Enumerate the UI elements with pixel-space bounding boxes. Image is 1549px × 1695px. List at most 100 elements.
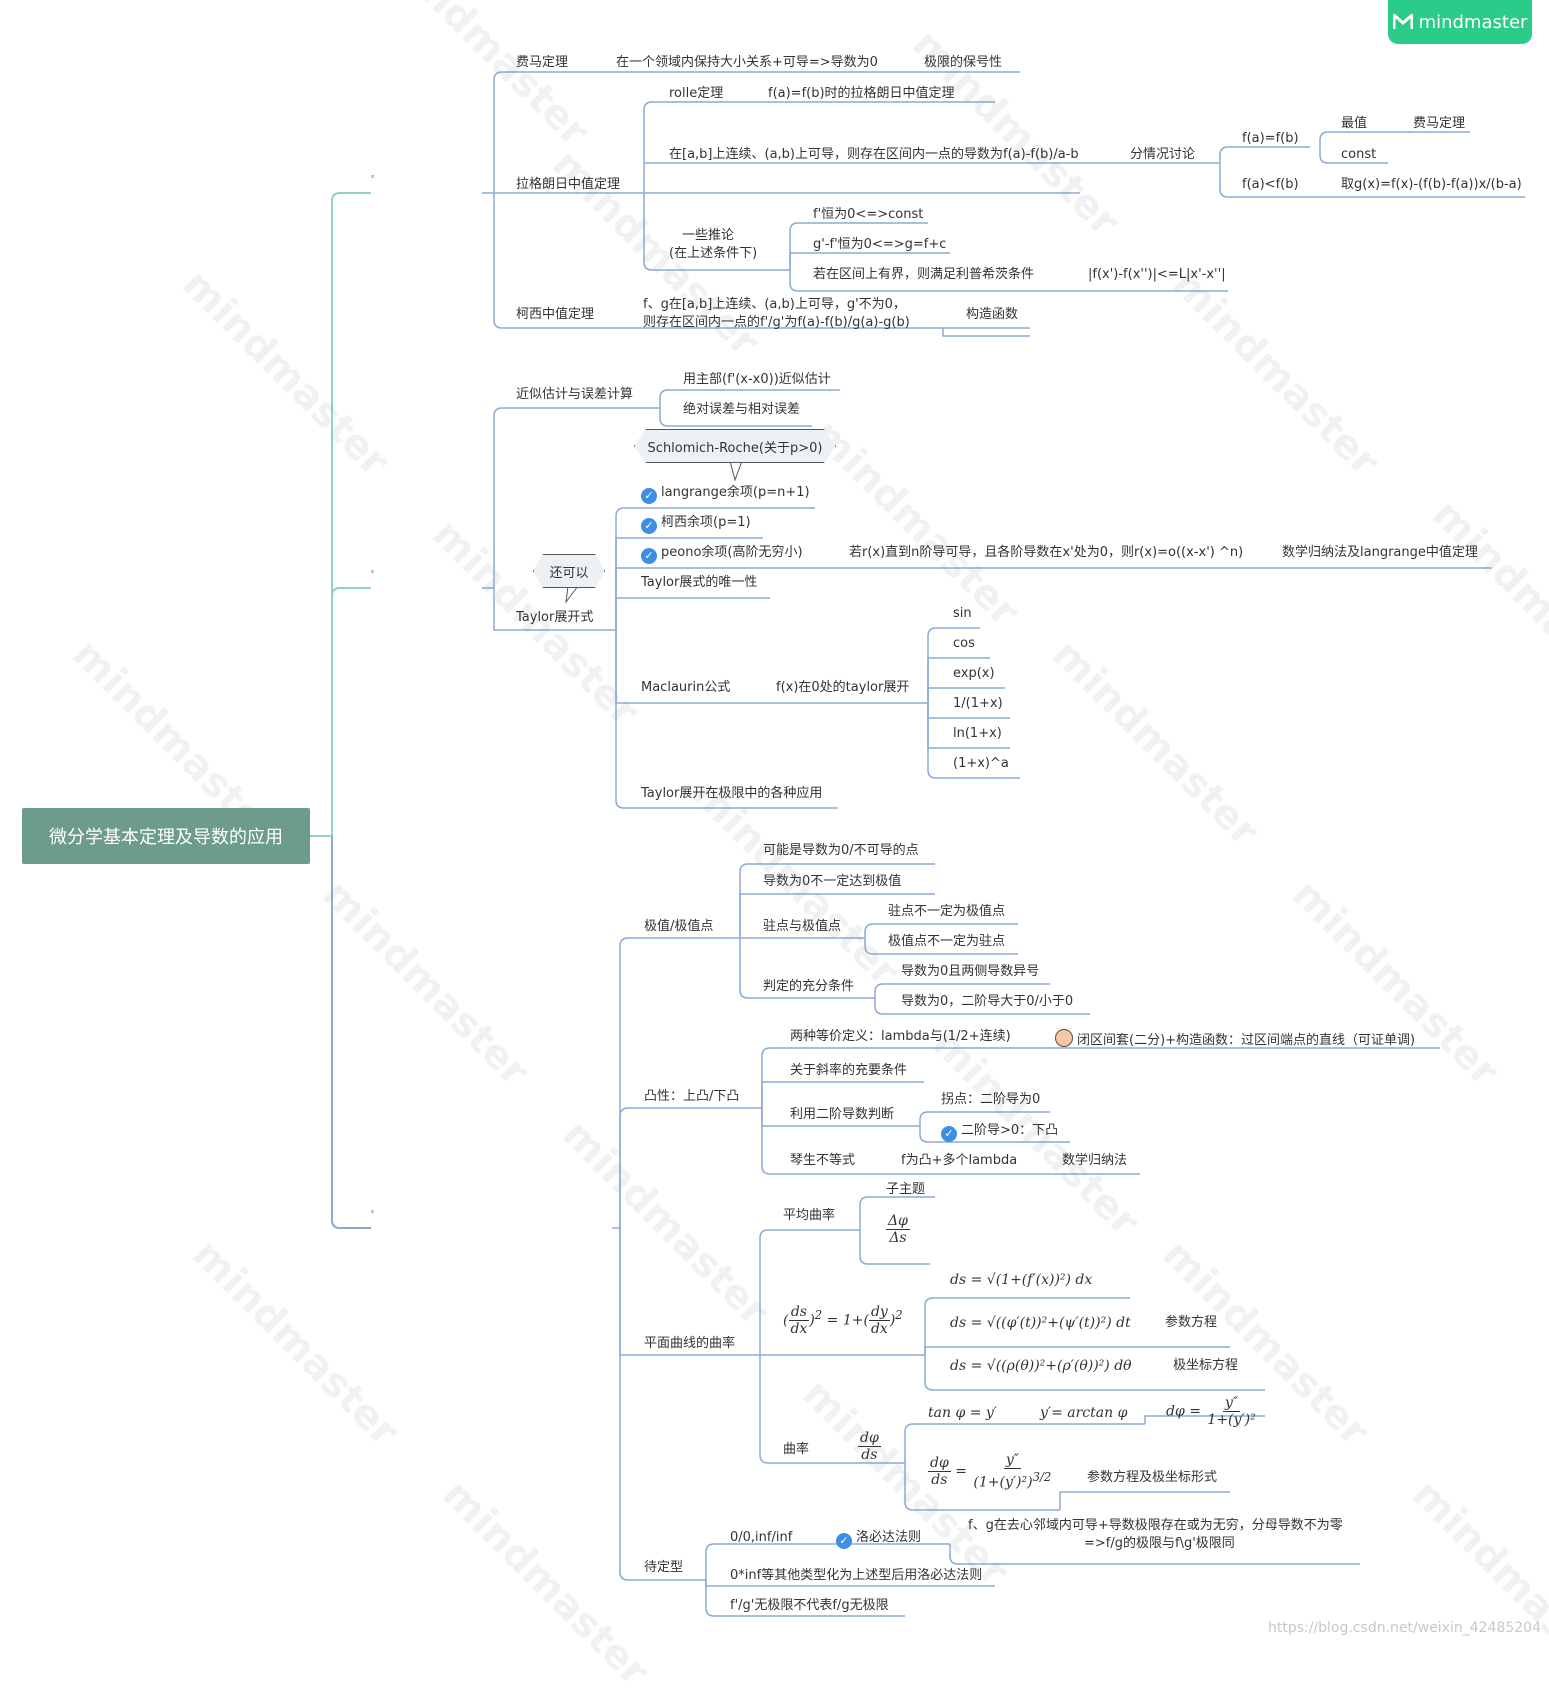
topic-construct-g[interactable]: 取g(x)=f(x)-(f(b)-f(a))x/(b-a) — [1341, 177, 1522, 192]
topic-fermat-desc[interactable]: 在一个领域内保持大小关系+可导=>导数为0 — [616, 55, 878, 70]
formula-ds-parametric[interactable]: ds = √((φ′(t))²+(ψ′(t))²) dt — [950, 1315, 1131, 1331]
topic-taylor-limits[interactable]: Taylor展开在极限中的各种应用 — [641, 786, 823, 801]
topic-fermat-ref[interactable]: 费马定理 — [1413, 116, 1466, 131]
topic-corollary-item[interactable]: f'恒为0<=>const — [813, 207, 924, 222]
topic-lagrange[interactable]: 拉格朗日中值定理 — [516, 177, 621, 192]
topic-stationary[interactable]: 驻点与极值点 — [763, 919, 842, 934]
formula-tan-phi[interactable]: tan φ = y′ — [928, 1405, 997, 1421]
root-topic[interactable]: 微分学基本定理及导数的应用 — [22, 808, 310, 864]
topic-convex-def[interactable]: 两种等价定义：lambda与(1/2+连续) — [790, 1029, 1011, 1044]
topic-rolle-desc[interactable]: f(a)=f(b)时的拉格朗日中值定理 — [768, 86, 955, 101]
topic-func[interactable]: (1+x)^a — [953, 756, 1009, 771]
mindmaster-logo: mindmaster — [1388, 0, 1532, 44]
topic-indeterminate-other[interactable]: 0*inf等其他类型化为上述型后用洛必达法则 — [730, 1568, 983, 1583]
topic-func[interactable]: ln(1+x) — [953, 726, 1002, 741]
topic-remainder[interactable]: ✓peono余项(高阶无穷小) — [641, 545, 803, 564]
topic-func[interactable]: exp(x) — [953, 666, 995, 681]
topic-param-eq[interactable]: 参数方程 — [1165, 1315, 1218, 1330]
topic-inflection[interactable]: 拐点：二阶导为0 — [941, 1092, 1041, 1107]
connector — [927, 703, 1020, 779]
topic-peano-desc[interactable]: 若r(x)直到n阶导可导，且各阶导数在x'处为0，则r(x)=o((x-x') … — [849, 545, 1244, 560]
topic-jensen-desc[interactable]: f为凸+多个lambda — [901, 1153, 1018, 1168]
topic-maclaurin[interactable]: Maclaurin公式 — [641, 680, 731, 695]
topic-convexity[interactable]: 凸性：上凸/下凸 — [644, 1089, 740, 1104]
topic-maclaurin-desc[interactable]: f(x)在0处的taylor展开 — [776, 680, 910, 695]
topic-extrema-item[interactable]: 可能是导数为0/不可导的点 — [763, 843, 919, 858]
topic-indeterminate-nolimit[interactable]: f'/g'无极限不代表f/g无极限 — [730, 1598, 889, 1613]
topic-corollary-cond[interactable]: (在上述条件下) — [669, 246, 758, 261]
topic-peano-note[interactable]: 数学归纳法及langrange中值定理 — [1282, 545, 1478, 560]
topic-remainder[interactable]: ✓柯西余项(p=1) — [641, 515, 751, 534]
connector — [643, 193, 790, 271]
topic-cauchy[interactable]: 柯西中值定理 — [516, 307, 595, 322]
topic-fermat[interactable]: 费马定理 — [516, 55, 569, 70]
topic-corollary[interactable]: 一些推论 — [682, 228, 735, 243]
topic-taylor-expansion[interactable]: Taylor展开式 — [516, 610, 594, 625]
remainder-label: 柯西余项(p=1) — [661, 515, 751, 530]
topic-corollary-item[interactable]: 若在区间上有界，则满足利普希茨条件 — [813, 267, 1035, 282]
topic-fermat-note[interactable]: 极限的保号性 — [924, 55, 1003, 70]
formula-dphi[interactable]: dφ = y″1+(y′)² — [1166, 1395, 1256, 1428]
topic-lagrange-main[interactable]: 在[a,b]上连续、(a,b)上可导，则存在区间内一点的导数为f(a)-f(b)… — [669, 147, 1079, 162]
topic-stationary-item[interactable]: 极值点不一定为驻点 — [888, 934, 1006, 949]
topic-lhopital[interactable]: ✓洛必达法则 — [836, 1530, 921, 1549]
topic-avg-curvature[interactable]: 平均曲率 — [783, 1208, 836, 1223]
topic-extreme[interactable]: 最值 — [1341, 116, 1368, 131]
topic-approx-item[interactable]: 用主部(f'(x-x0))近似估计 — [683, 372, 831, 387]
topic-slope[interactable]: 关于斜率的充要条件 — [790, 1063, 908, 1078]
topic-extrema[interactable]: 极值/极值点 — [644, 919, 714, 934]
callout-schlomich[interactable]: Schlomich-Roche(关于p>0) — [634, 429, 836, 463]
topic-sufficient-item[interactable]: 导数为0，二阶导大于0/小于0 — [901, 994, 1074, 1009]
remainder-label: peono余项(高阶无穷小) — [661, 545, 803, 560]
topic-curvature[interactable]: 曲率 — [783, 1442, 810, 1457]
topic-extrema-item[interactable]: 导数为0不一定达到极值 — [763, 874, 902, 889]
topic-lhopital-cond[interactable]: =>f/g的极限与f\g'极限同 — [1084, 1536, 1235, 1551]
callout-also[interactable]: 还可以 — [533, 554, 605, 588]
topic-cauchy-note[interactable]: 构造函数 — [966, 307, 1019, 322]
topic-cauchy-desc[interactable]: 则存在区间内一点的f'/g'为f(a)-f(b)/g(a)-g(b) — [643, 315, 910, 330]
avatar-icon — [1055, 1029, 1073, 1047]
topic-stationary-item[interactable]: 驻点不一定为极值点 — [888, 904, 1006, 919]
topic-lipschitz[interactable]: |f(x')-f(x'')|<=L|x'-x''| — [1088, 267, 1226, 282]
topic-func[interactable]: 1/(1+x) — [953, 696, 1003, 711]
topic-sufficient-item[interactable]: 导数为0且两侧导数异号 — [901, 964, 1040, 979]
topic-approx[interactable]: 近似估计与误差计算 — [516, 387, 634, 402]
topic-rolle[interactable]: rolle定理 — [669, 86, 724, 101]
connector — [874, 983, 1050, 998]
topic-corollary-item[interactable]: g'-f'恒为0<=>g=f+c — [813, 237, 947, 252]
topic-case-analysis[interactable]: 分情况讨论 — [1130, 147, 1196, 162]
topic-convex-down[interactable]: ✓二阶导>0：下凸 — [941, 1123, 1058, 1142]
topic-remainder[interactable]: ✓langrange余项(p=n+1) — [641, 485, 810, 504]
topic-jensen-note[interactable]: 数学归纳法 — [1062, 1153, 1128, 1168]
topic-curvature-forms[interactable]: 参数方程及极坐标形式 — [1087, 1470, 1218, 1485]
topic-fa-eq-fb[interactable]: f(a)=f(b) — [1242, 131, 1299, 146]
connector — [565, 585, 579, 604]
formula-ds-cartesian[interactable]: ds = √(1+(f′(x))²) dx — [950, 1272, 1093, 1288]
topic-const[interactable]: const — [1341, 147, 1377, 162]
topic-convex-def-note[interactable]: 闭区间套(二分)+构造函数：过区间端点的直线（可证单调) — [1055, 1029, 1415, 1049]
topic-fa-lt-fb[interactable]: f(a)<f(b) — [1242, 177, 1299, 192]
topic-taylor-unique[interactable]: Taylor展式的唯一性 — [641, 575, 758, 590]
topic-subtopic[interactable]: 子主题 — [886, 1182, 926, 1197]
topic-func[interactable]: sin — [953, 606, 972, 621]
topic-func[interactable]: cos — [953, 636, 975, 651]
topic-curvature-section[interactable]: 平面曲线的曲率 — [644, 1336, 736, 1351]
topic-second-derivative[interactable]: 利用二阶导数判断 — [790, 1107, 895, 1122]
formula-y-prime-arctan[interactable]: y′= arctan φ — [1040, 1405, 1128, 1421]
topic-indeterminate-type[interactable]: 0/0,inf/inf — [730, 1530, 793, 1545]
topic-approx-item[interactable]: 绝对误差与相对误差 — [683, 402, 801, 417]
connector — [759, 1355, 905, 1464]
topic-polar-eq[interactable]: 极坐标方程 — [1173, 1358, 1239, 1373]
formula-ds-polar[interactable]: ds = √((ρ(θ))²+(ρ′(θ))²) dθ — [950, 1358, 1132, 1374]
topic-jensen[interactable]: 琴生不等式 — [790, 1153, 856, 1168]
topic-indeterminate[interactable]: 待定型 — [644, 1560, 684, 1575]
connector — [864, 938, 1018, 955]
major-topic-taylor-frame: 泰勒公式 — [371, 570, 374, 573]
topic-cauchy-desc[interactable]: f、g在[a,b]上连续、(a,b)上可导，g'不为0， — [643, 297, 906, 312]
topic-lhopital-cond[interactable]: f、g在去心邻域内可导+导数极限存在或为无穷，分母导数不为零 — [968, 1518, 1343, 1533]
topic-sufficient[interactable]: 判定的充分条件 — [763, 979, 855, 994]
